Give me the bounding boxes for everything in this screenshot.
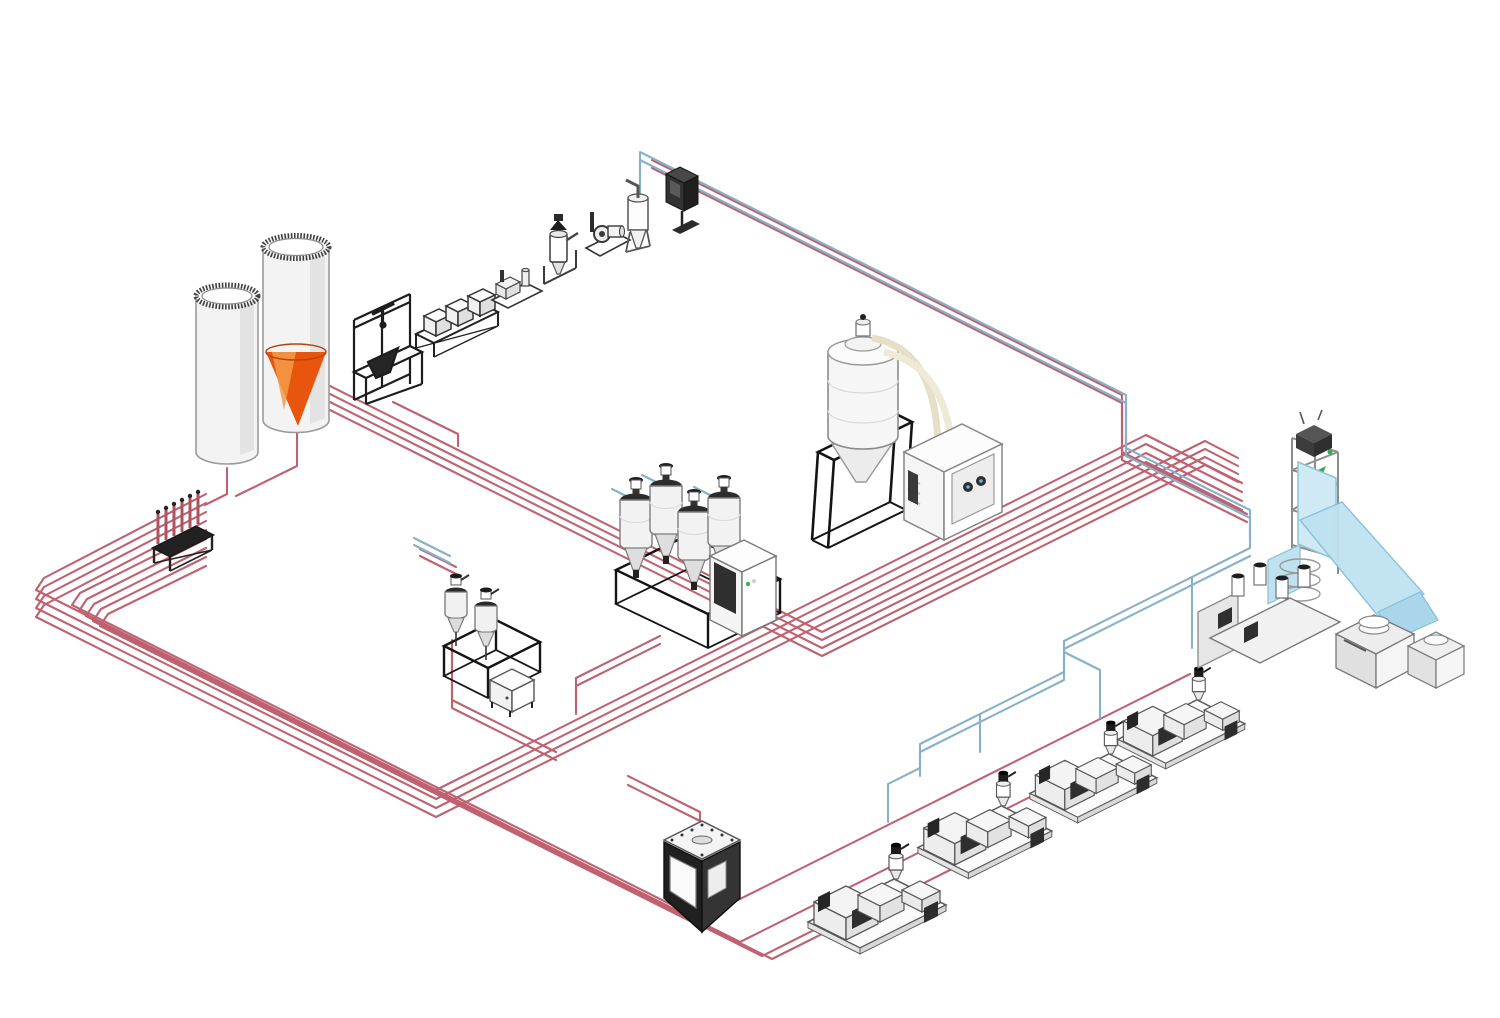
big-bag-unloader xyxy=(351,293,425,406)
pipe-segment-dosing-drop xyxy=(450,646,558,762)
imm-4 xyxy=(1116,665,1246,770)
pipe-segment-cross-run-upper xyxy=(298,377,1240,642)
panel-screen xyxy=(670,180,680,198)
pipe-segment-bigbag-connector xyxy=(391,400,460,448)
film-web-angled xyxy=(1298,501,1426,617)
pipe-segment-vacuum-dosing-stub xyxy=(412,536,452,558)
pipe-segment-feed-imm2 xyxy=(84,546,982,961)
pipe-segment-vacuum-imm-chain xyxy=(918,554,1252,778)
cyclone-separator xyxy=(625,178,651,253)
pipe-segment-feed-imm4 xyxy=(70,528,1192,921)
control-panel-stand xyxy=(664,166,700,234)
pipe-segment-left-loop-to-film xyxy=(34,442,1244,801)
pipe-segment-hopper-bank-out xyxy=(574,634,662,708)
pipe-segment-top-transfer-pair xyxy=(650,166,1249,524)
pipe-segment-vacuum-imm1-stub xyxy=(886,766,922,824)
imm-1 xyxy=(807,841,947,955)
pipe-segment-cross-run-upper xyxy=(298,393,1240,658)
material-conveying-lines xyxy=(34,158,1249,961)
mixing-silo-octagonal xyxy=(662,820,742,934)
vacuum-pump-station xyxy=(490,267,544,309)
pipe-segment-vacuum-dosing-stub xyxy=(412,543,452,565)
octabin-station xyxy=(413,288,501,358)
pipe-segment-vacuum-imm3-stub xyxy=(1062,650,1102,720)
winder-2 xyxy=(1406,631,1466,689)
pipe-segment-feed-mixing-silo xyxy=(98,564,692,923)
mixing-silo-door xyxy=(669,855,697,910)
pipe-segment-silo-a-discharge xyxy=(203,466,229,507)
storage-silo-b xyxy=(260,233,332,434)
dosing-station xyxy=(441,573,543,700)
drying-hopper-bank xyxy=(613,463,783,649)
central-filter-unit xyxy=(543,214,579,285)
pipe-segment-left-loop-to-film xyxy=(34,451,1244,810)
winder-1 xyxy=(1334,614,1416,690)
bank-control-cabinet xyxy=(708,539,778,638)
imm-2 xyxy=(916,769,1053,880)
pipe-segment-hopper-bank-out xyxy=(574,642,662,716)
vacuum-pump-2 xyxy=(584,212,632,257)
pipe-segment-vacuum-main xyxy=(638,158,1252,550)
blown-film-line xyxy=(1197,409,1466,690)
coupling-station xyxy=(150,489,216,572)
pipe-segment-mixing-silo-stub xyxy=(626,774,702,836)
pipe-segment-dosing-stub-red xyxy=(418,554,458,576)
film-tower-top-unit xyxy=(1296,409,1333,476)
pipe-segment-feed-imm1 xyxy=(91,555,892,958)
dryer-cabinet xyxy=(902,423,1004,542)
pipe-segment-silo-b-discharge xyxy=(234,428,299,498)
control-cabinet-small xyxy=(488,668,536,717)
pipe-segment-cross-run-upper xyxy=(298,385,1240,650)
storage-silo-a xyxy=(193,282,261,465)
extruder-group xyxy=(1197,562,1342,670)
coupling-pipes xyxy=(156,494,200,544)
pipe-segment-cross-run-upper xyxy=(298,369,1240,634)
pipe-segment-feed-imm3 xyxy=(77,537,1100,944)
